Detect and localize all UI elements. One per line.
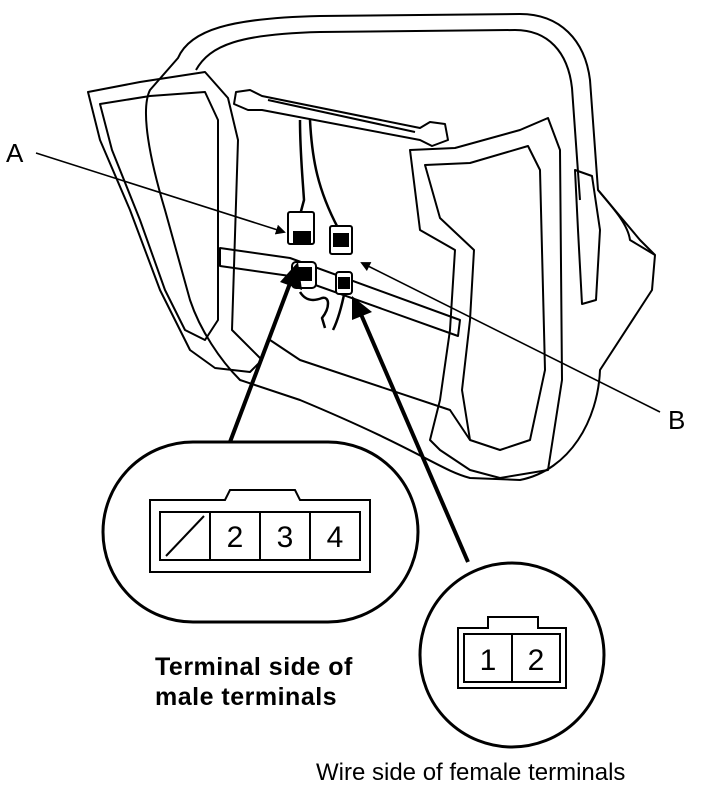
right-bolster xyxy=(409,117,563,479)
seat-shell-inner xyxy=(195,29,581,201)
male-connector-caption: Terminal side of male terminals xyxy=(155,653,353,711)
female-connector-face xyxy=(457,616,567,689)
callout-a-leader xyxy=(35,152,286,235)
seat-cushion-edge xyxy=(597,189,656,256)
female-detail-pointer-head xyxy=(352,296,372,320)
male-pin-4: 4 xyxy=(327,521,344,554)
female-pin-1: 1 xyxy=(480,644,497,677)
right-bolster-inner xyxy=(424,145,546,451)
wire-harness-4 xyxy=(331,289,347,331)
upper-crossbar xyxy=(233,89,449,147)
male-pin-3: 3 xyxy=(277,521,294,554)
lower-crossbar xyxy=(219,247,461,337)
female-connector-caption: Wire side of female terminals xyxy=(316,759,626,786)
connector-b-illustration xyxy=(329,225,353,295)
callout-b-label: B xyxy=(668,405,685,435)
female-pin-2: 2 xyxy=(528,644,545,677)
wire-harness-1 xyxy=(298,119,306,216)
callout-b-leader xyxy=(360,262,661,413)
male-detail-pointer xyxy=(228,277,294,443)
left-bolster xyxy=(87,71,263,373)
male-pin-2: 2 xyxy=(227,521,244,554)
male-connector-face xyxy=(149,489,371,573)
callout-a-label: A xyxy=(6,138,24,168)
female-detail-pointer xyxy=(358,311,470,563)
lower-panel xyxy=(269,339,471,441)
male-detail-pointer-head xyxy=(280,262,302,290)
upper-crossbar-rod xyxy=(267,99,416,133)
left-bolster-inner xyxy=(99,91,219,341)
recline-lever xyxy=(574,169,601,305)
wire-harness-2 xyxy=(308,119,340,229)
seat-shell-outline xyxy=(145,13,656,481)
male-blank-cavity-slash xyxy=(165,515,205,557)
wire-harness-3 xyxy=(298,291,330,329)
seat-back-illustration xyxy=(87,13,656,481)
